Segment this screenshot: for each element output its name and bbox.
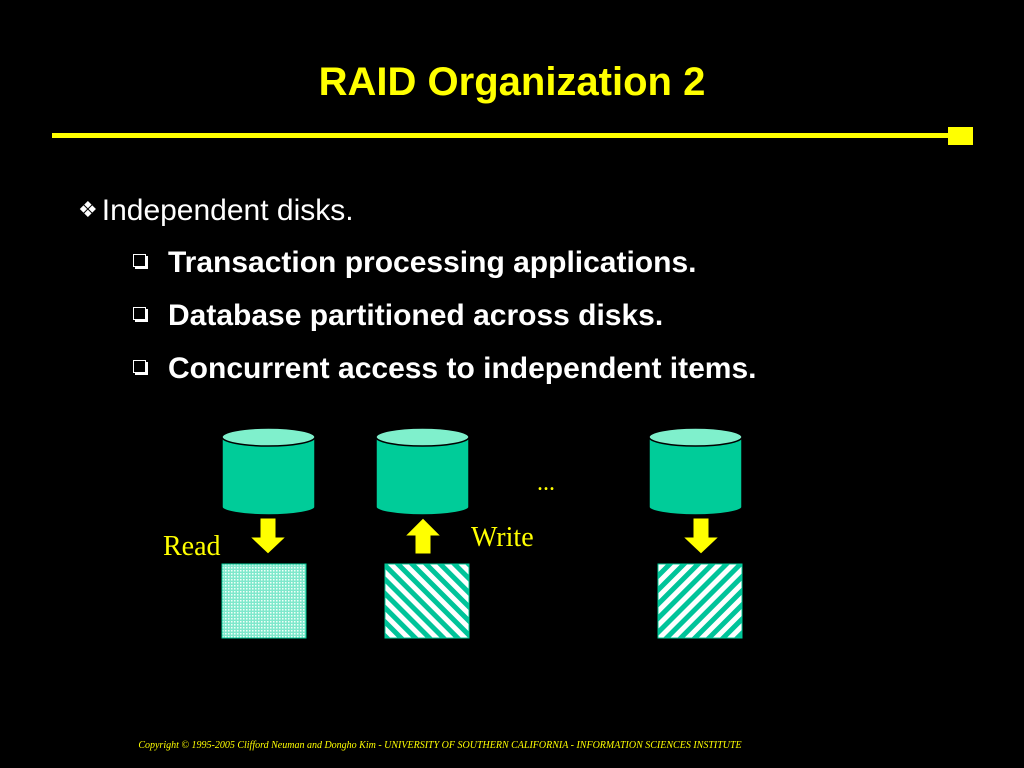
disk-icon	[648, 427, 743, 516]
sub-bullet-transaction: Transaction processing applications.	[133, 243, 696, 283]
bullet-independent-disks: ❖Independent disks.	[78, 190, 354, 231]
arrow-up-icon	[403, 517, 443, 555]
read-label: Read	[163, 531, 221, 562]
arrow-down-icon	[681, 517, 721, 555]
square-bullet-icon	[133, 254, 146, 267]
copyright-footer: Copyright © 1995-2005 Clifford Neuman an…	[138, 740, 742, 751]
square-bullet-icon	[133, 360, 146, 373]
data-block-write	[384, 563, 470, 639]
slide-title: RAID Organization 2	[318, 60, 706, 104]
sub-bullet-database: Database partitioned across disks.	[133, 296, 663, 336]
data-block-read	[221, 563, 307, 639]
sub-bullet-concurrent: Concurrent access to independent items.	[133, 349, 756, 389]
disk-icon	[221, 427, 316, 516]
ellipsis-label: ...	[537, 470, 555, 496]
diamond-bullet-icon: ❖	[78, 197, 98, 222]
write-label: Write	[471, 522, 534, 553]
sub-bullet-text: Concurrent access to independent items.	[168, 352, 757, 385]
sub-bullet-text: Transaction processing applications.	[168, 246, 697, 279]
sub-bullet-text: Database partitioned across disks.	[168, 299, 664, 332]
title-rule	[52, 133, 952, 138]
arrow-down-icon	[248, 517, 288, 555]
data-block-read	[657, 563, 743, 639]
disk-icon	[375, 427, 470, 516]
title-rule-end	[948, 127, 973, 145]
square-bullet-icon	[133, 307, 146, 320]
bullet-text: Independent disks.	[101, 194, 354, 227]
